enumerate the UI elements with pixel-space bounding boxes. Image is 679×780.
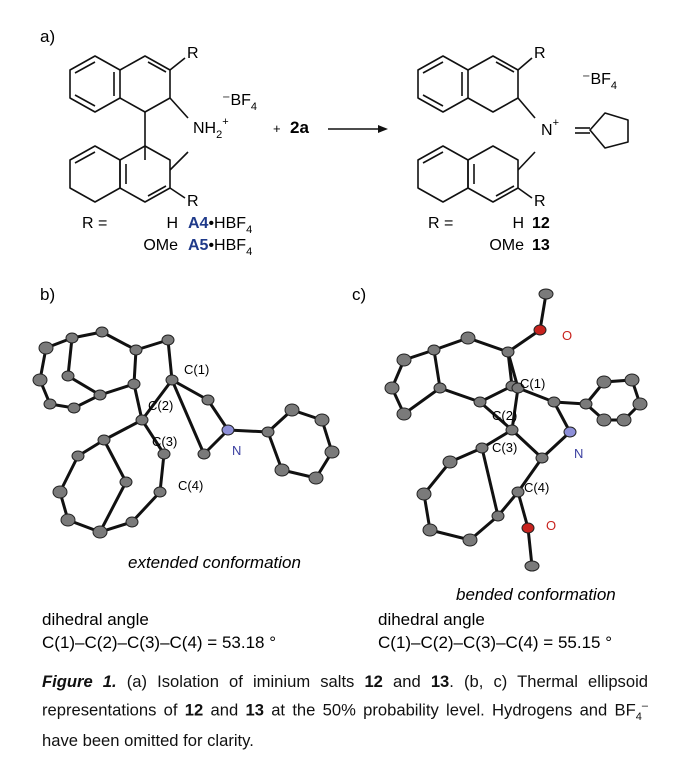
iminium-label: N+ (541, 117, 559, 139)
ammonium-label: NH2+ (193, 116, 229, 141)
reaction-arrow (328, 125, 388, 133)
product-structure (417, 55, 629, 203)
product-r-eq: R = (428, 215, 453, 232)
panel-a-label: a) (40, 27, 55, 46)
c-dihedral-value: C(1)–C(2)–C(3)–C(4) = 55.15 ° (378, 633, 612, 652)
plus-sign: + (273, 121, 281, 136)
b-atom-c2: C(2) (148, 398, 173, 413)
b-atom-n: N (232, 443, 241, 458)
compound-ref: 13 (430, 672, 450, 691)
caption-subscript: 4 (635, 710, 642, 723)
c-atom-c4: C(4) (524, 480, 549, 495)
c-conformation: bended conformation (456, 585, 616, 604)
caption-text: and (203, 700, 246, 720)
b-conformation: extended conformation (128, 553, 301, 572)
reactant-r-eq: R = (82, 215, 107, 232)
c-atom-n: N (574, 446, 583, 461)
caption-text: have been omitted for clarity. (42, 730, 254, 750)
c-atom-c1: C(1) (520, 376, 545, 391)
reactant-r-bottom: R (187, 193, 199, 210)
compound-ref: 12 (184, 700, 204, 720)
c-atom-o-top: O (562, 328, 572, 343)
product-row2-r: OMe (489, 237, 524, 254)
product-row1-r: H (512, 215, 524, 232)
reactant-row2-code: A5•HBF4 (188, 237, 252, 258)
product-row2-code: 13 (532, 237, 550, 254)
ortep-c-atoms (384, 288, 648, 572)
product-row1-code: 12 (532, 215, 550, 232)
reactant-row1-r: H (166, 215, 178, 232)
figure-graphic: a) R R ⁻BF4 NH2+ + 2a (32, 27, 648, 652)
b-dihedral-title: dihedral angle (42, 610, 149, 629)
reagent-2a: 2a (290, 118, 309, 137)
reactant-row2-r: OMe (143, 237, 178, 254)
reactant-structure (69, 55, 189, 203)
product-counterion: ⁻BF4 (582, 71, 617, 92)
c-atom-c3: C(3) (492, 440, 517, 455)
caption-text: and (382, 672, 431, 691)
panel-c-label: c) (352, 285, 366, 304)
ortep-b-atoms (32, 326, 340, 539)
c-atom-c2: C(2) (492, 408, 517, 423)
b-atom-c1: C(1) (184, 362, 209, 377)
product-r-top: R (534, 45, 546, 62)
reactant-counterion: ⁻BF4 (222, 92, 257, 113)
figure-caption: Figure 1. (a) Isolation of iminium salts… (42, 670, 648, 753)
caption-text: . (b, c) Thermal ellipsoid representatio… (42, 672, 648, 720)
panel-b-label: b) (40, 285, 55, 304)
b-atom-c3: C(3) (152, 434, 177, 449)
c-atom-o-bottom: O (546, 518, 556, 533)
caption-text: (a) Isolation of iminium salts (116, 672, 365, 691)
caption-text: at the 50% probability level. Hydrogens … (263, 700, 636, 720)
compound-ref: 12 (364, 672, 383, 691)
caption-superscript: – (641, 700, 648, 712)
reactant-row1-code: A4•HBF4 (188, 215, 252, 236)
b-atom-c4: C(4) (178, 478, 203, 493)
reactant-r-top: R (187, 45, 199, 62)
c-dihedral-title: dihedral angle (378, 610, 485, 629)
figure-label: Figure 1. (42, 672, 117, 691)
product-r-bottom: R (534, 193, 546, 210)
compound-ref: 13 (245, 700, 264, 720)
b-dihedral-value: C(1)–C(2)–C(3)–C(4) = 53.18 ° (42, 633, 276, 652)
